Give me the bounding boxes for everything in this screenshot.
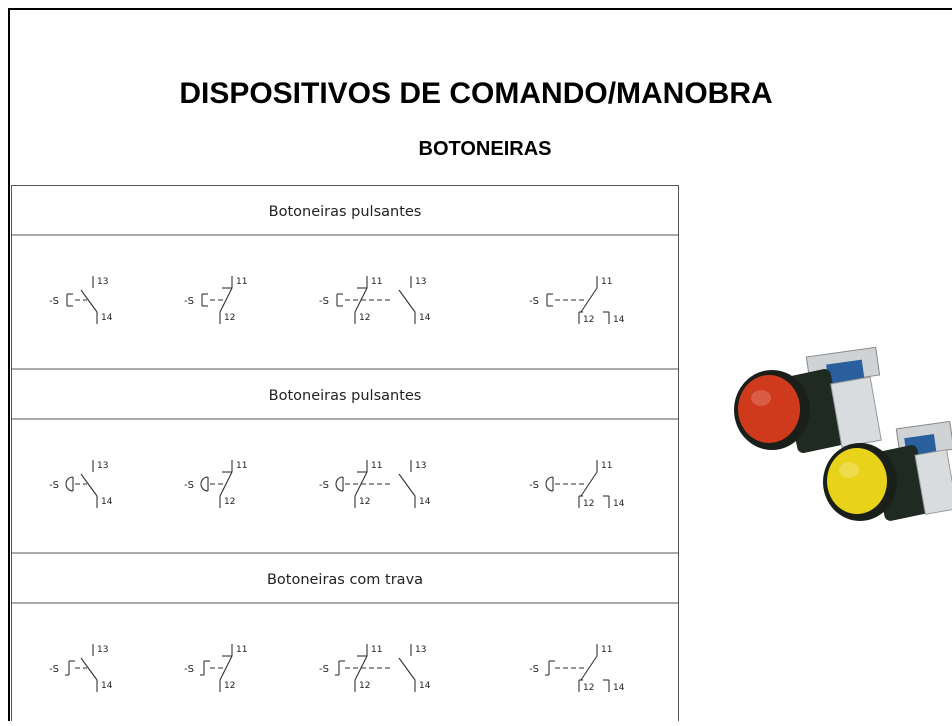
terminal-label: 12 (583, 315, 594, 325)
terminal-label: 13 (415, 277, 426, 287)
terminal-label: 11 (601, 461, 612, 471)
yellow-button-cap (827, 448, 887, 514)
terminal-label: 14 (613, 683, 625, 693)
device-label: -S (49, 296, 59, 307)
terminal-label: 12 (224, 681, 235, 691)
contact-symbol: -S 13 14 (49, 460, 113, 508)
device-label: -S (49, 664, 59, 675)
device-label: -S (184, 480, 194, 491)
slide-title: DISPOSITIVOS DE COMANDO/MANOBRA (179, 77, 773, 110)
slide-border-top (8, 8, 952, 10)
contact-symbol: -S 13 14 (49, 276, 113, 324)
section-header: Botoneiras pulsantes (269, 388, 422, 404)
contact-symbol: -S 11 12 13 14 (319, 460, 431, 508)
device-label: -S (184, 664, 194, 675)
contact-symbol: -S 11 12 (184, 644, 247, 692)
section-header: Botoneiras com trava (267, 572, 423, 588)
terminal-label: 12 (359, 497, 370, 507)
terminal-label: 13 (97, 461, 108, 471)
pushbutton-photo (728, 340, 952, 525)
terminal-label: 12 (224, 497, 235, 507)
device-label: -S (529, 296, 539, 307)
terminal-label: 14 (613, 315, 625, 325)
symbol-section: Botoneiras pulsantes -S 13 14 -S 11 12 -S 11 12 13… (11, 204, 679, 325)
contact-symbol: -S 11 12 13 14 (319, 644, 431, 692)
terminal-label: 12 (224, 313, 235, 323)
terminal-label: 12 (583, 499, 594, 509)
device-label: -S (49, 480, 59, 491)
terminal-label: 14 (419, 497, 431, 507)
symbol-section: Botoneiras com trava -S 13 14 -S 11 12 -S 11 12 13… (11, 552, 679, 693)
red-pushbutton (734, 346, 882, 454)
terminal-label: 14 (101, 313, 113, 323)
device-label: -S (319, 480, 329, 491)
terminal-label: 13 (415, 645, 426, 655)
terminal-label: 13 (415, 461, 426, 471)
contact-symbol: -S 13 14 (49, 644, 113, 692)
contact-symbol: -S 11 12 (184, 460, 247, 508)
symbol-table-svg: Botoneiras pulsantes -S 13 14 -S 11 12 -S 11 12 13… (11, 185, 679, 722)
terminal-label: 11 (371, 277, 382, 287)
terminal-label: 12 (359, 313, 370, 323)
device-label: -S (184, 296, 194, 307)
terminal-label: 14 (419, 681, 431, 691)
device-label: -S (529, 664, 539, 675)
terminal-label: 12 (583, 683, 594, 693)
yellow-pushbutton (823, 420, 952, 521)
contact-symbol: -S 11 12 14 (529, 460, 625, 509)
terminal-label: 14 (101, 681, 113, 691)
device-label: -S (529, 480, 539, 491)
red-button-cap (738, 375, 800, 443)
terminal-label: 11 (371, 461, 382, 471)
terminal-label: 14 (101, 497, 113, 507)
terminal-label: 11 (601, 645, 612, 655)
terminal-label: 13 (97, 277, 108, 287)
symbol-table: Botoneiras pulsantes -S 13 14 -S 11 12 -S 11 12 13… (11, 185, 679, 722)
section-header: Botoneiras pulsantes (269, 204, 422, 220)
terminal-label: 11 (601, 277, 612, 287)
terminal-label: 11 (371, 645, 382, 655)
contact-symbol: -S 11 12 14 (529, 644, 625, 693)
terminal-label: 11 (236, 277, 247, 287)
terminal-label: 13 (97, 645, 108, 655)
contact-symbol: -S 11 12 13 14 (319, 276, 431, 324)
device-label: -S (319, 296, 329, 307)
terminal-label: 14 (613, 499, 625, 509)
terminal-label: 11 (236, 645, 247, 655)
terminal-label: 11 (236, 461, 247, 471)
terminal-label: 14 (419, 313, 431, 323)
contact-symbol: -S 11 12 14 (529, 276, 625, 325)
slide-border-left (8, 8, 10, 721)
table-border (11, 185, 679, 722)
slide-subtitle: BOTONEIRAS (418, 138, 552, 160)
device-label: -S (319, 664, 329, 675)
contact-symbol: -S 11 12 (184, 276, 247, 324)
terminal-label: 12 (359, 681, 370, 691)
symbol-section: Botoneiras pulsantes -S 13 14 -S 11 12 -S 11 12 13… (11, 368, 679, 509)
